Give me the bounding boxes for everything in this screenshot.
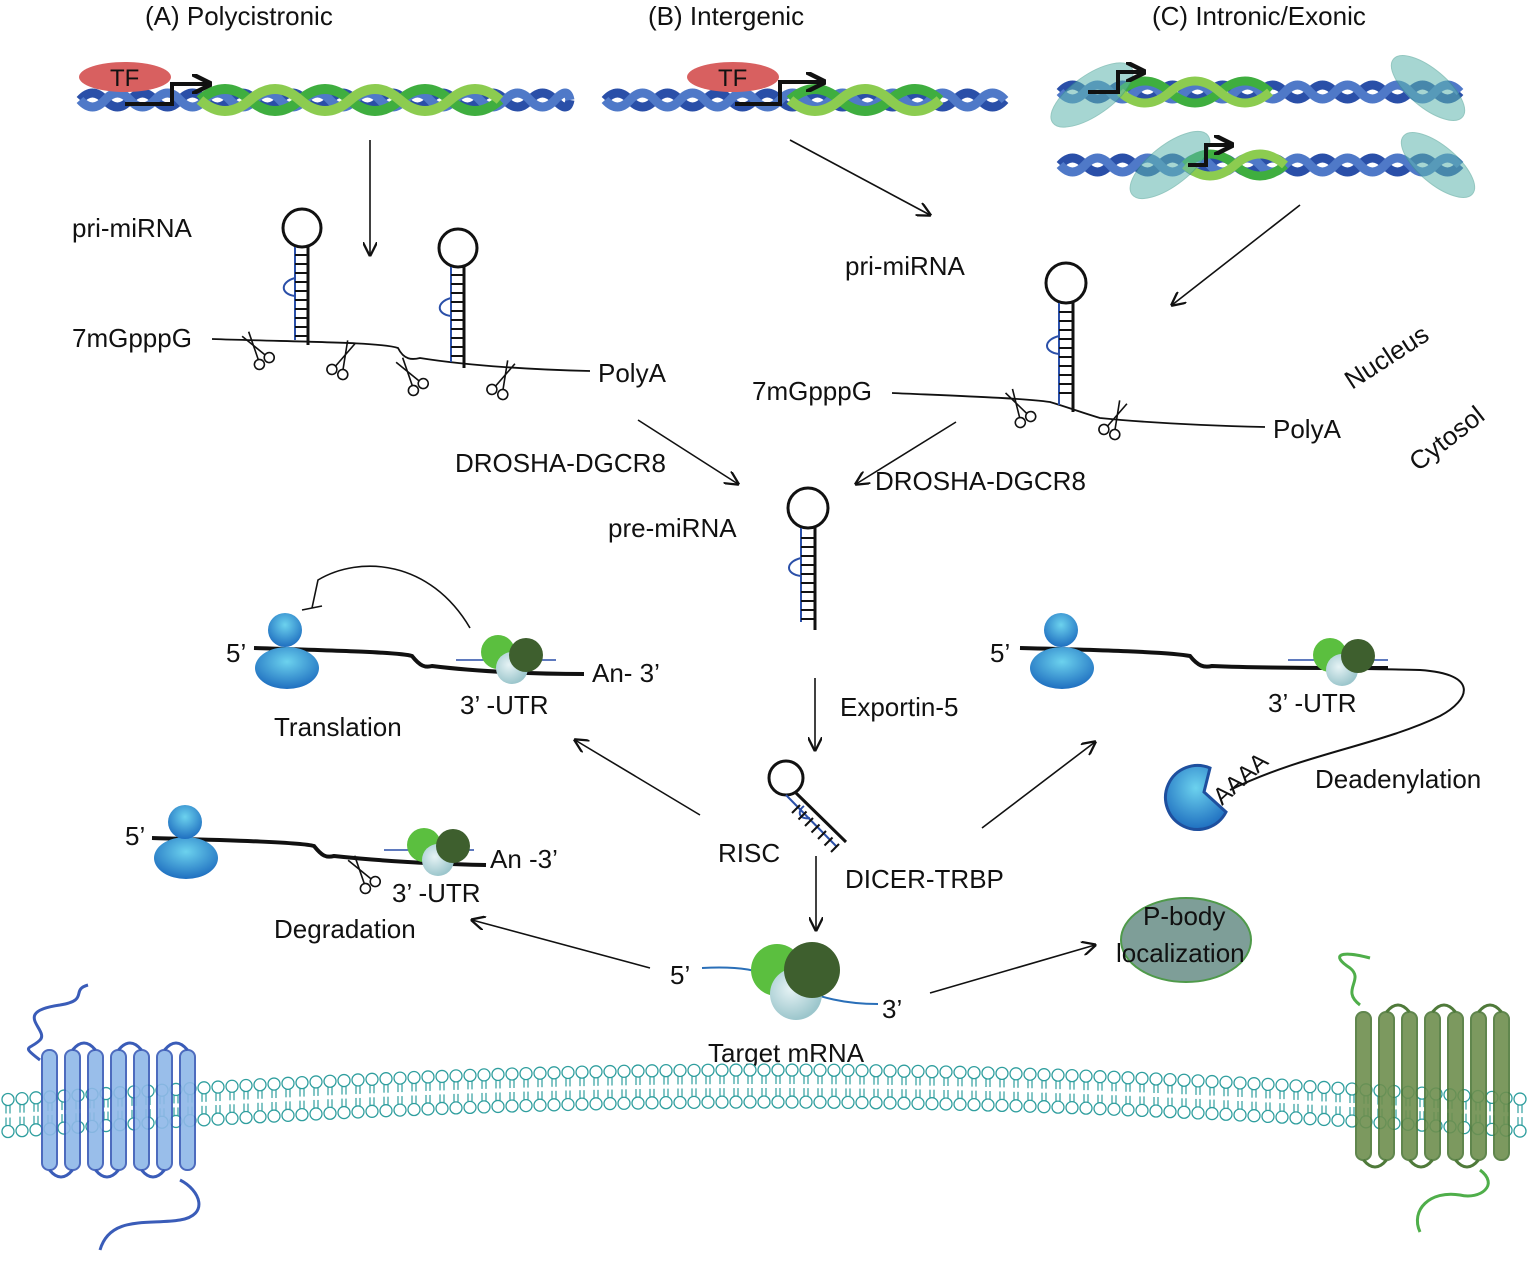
utr-label: 3’ -UTR — [392, 878, 481, 908]
tf-ellipse-b — [687, 62, 779, 92]
exon-ellipse-c2 — [1390, 55, 1466, 121]
receptor-blue — [27, 983, 201, 1251]
promoter-arrow-a — [125, 84, 208, 106]
scissors-icon — [486, 360, 516, 401]
exportin-label: Exportin-5 — [840, 692, 959, 722]
arrow-b-down — [789, 139, 930, 215]
five-prime-label: 5’ — [125, 821, 145, 851]
an-3-label: An- 3’ — [592, 658, 660, 688]
utr-label: 3’ -UTR — [460, 690, 549, 720]
translation-label: Translation — [274, 712, 402, 742]
dicer-label: DICER-TRBP — [845, 864, 1004, 894]
pri-mirna-strand-a — [211, 338, 591, 372]
exon-ellipse-c4 — [1400, 132, 1476, 198]
scissors-icon — [241, 331, 276, 371]
dna-strand-b — [601, 84, 1009, 116]
ribosome-large — [255, 647, 319, 689]
dna-strand-c-bottom — [1056, 149, 1464, 181]
receptor-green — [1338, 952, 1510, 1233]
deadenylation-label: Deadenylation — [1315, 764, 1481, 794]
hairpin-a1 — [281, 207, 323, 345]
nucleus-label: Nucleus — [1339, 319, 1434, 395]
promoter-arrow-c2 — [1188, 145, 1230, 167]
target-mrna-label: Target mRNA — [708, 1038, 865, 1068]
ribosome-small — [168, 805, 202, 839]
ribosome-large — [1030, 647, 1094, 689]
pbody-line1: P-body — [1143, 901, 1225, 931]
tf-label-a: TF — [110, 65, 139, 92]
drosha-arrow-a — [637, 419, 738, 484]
dicer-hairpin — [767, 759, 848, 853]
arrow-to-pbody — [929, 945, 1095, 994]
five-prime-label: 5’ — [990, 638, 1010, 668]
arrow-to-translation — [575, 740, 701, 816]
pri-mirna-strand-b — [891, 392, 1266, 428]
pre-mirna-hairpin — [786, 486, 830, 630]
an-3-label: An -3’ — [490, 844, 558, 874]
pri-mirna-label-b: pri-miRNA — [845, 251, 966, 281]
tf-ellipse-a — [79, 62, 171, 92]
drosha-label-a: DROSHA-DGCR8 — [455, 448, 666, 478]
ribosome-small — [1044, 613, 1078, 647]
tf-label-b: TF — [718, 65, 747, 92]
cap-label-a: 7mGpppG — [72, 323, 192, 353]
promoter-arrow-b — [735, 82, 822, 106]
hairpin-b — [1044, 261, 1088, 412]
translation-panel: 5’ An- 3’ 3’ -UTR Translation — [226, 565, 660, 742]
header-intronic-exonic: (C) Intronic/Exonic — [1152, 1, 1366, 31]
polya-label-a: PolyA — [598, 358, 667, 388]
degradation-panel: 5’ An -3’ 3’ -UTR Degradation — [125, 805, 558, 944]
drosha-label-b: DROSHA-DGCR8 — [875, 466, 1086, 496]
three-prime-label: 3’ — [882, 994, 902, 1024]
scissors-icon — [395, 357, 430, 397]
promoter-arrow-c1 — [1088, 72, 1142, 94]
deadenylation-panel: 5’ 3’ -UTR AAAA Deadenylation — [990, 613, 1481, 831]
degradation-label: Degradation — [274, 914, 416, 944]
aaaa-label: AAAA — [1208, 748, 1274, 811]
ribosome-large — [154, 837, 218, 879]
exon-ellipse-c3 — [1129, 131, 1211, 199]
dna-strand-a — [76, 84, 575, 116]
polya-label-b: PolyA — [1273, 414, 1342, 444]
ribosome-small — [268, 613, 302, 647]
utr-label: 3’ -UTR — [1268, 688, 1357, 718]
pri-mirna-label-a: pri-miRNA — [72, 213, 193, 243]
pbody: P-body localization — [1116, 897, 1252, 983]
pbody-line2: localization — [1116, 938, 1245, 968]
scissors-icon — [1098, 400, 1128, 441]
arrow-to-degradation — [472, 920, 651, 969]
scissors-icon — [1004, 388, 1037, 429]
scissors-icon — [326, 340, 356, 381]
risc-label: RISC — [718, 838, 780, 868]
five-prime-label: 5’ — [226, 638, 246, 668]
target-mrna: 5’ 3’ Target mRNA — [670, 942, 902, 1068]
arrow-c-down — [1172, 204, 1301, 305]
header-polycistronic: (A) Polycistronic — [145, 1, 333, 31]
hairpin-a2 — [437, 227, 479, 368]
cytosol-label: Cytosol — [1403, 400, 1490, 477]
cell-membrane — [1, 1063, 1527, 1139]
header-intergenic: (B) Intergenic — [648, 1, 804, 31]
cap-label-b: 7mGpppG — [752, 376, 872, 406]
five-prime-label: 5’ — [670, 960, 690, 990]
drosha-arrow-b — [856, 421, 957, 484]
deadenylase-icon — [1164, 763, 1228, 831]
pre-mirna-label: pre-miRNA — [608, 513, 737, 543]
arrow-to-deadenylation — [981, 742, 1095, 829]
scissors-icon — [347, 855, 382, 895]
